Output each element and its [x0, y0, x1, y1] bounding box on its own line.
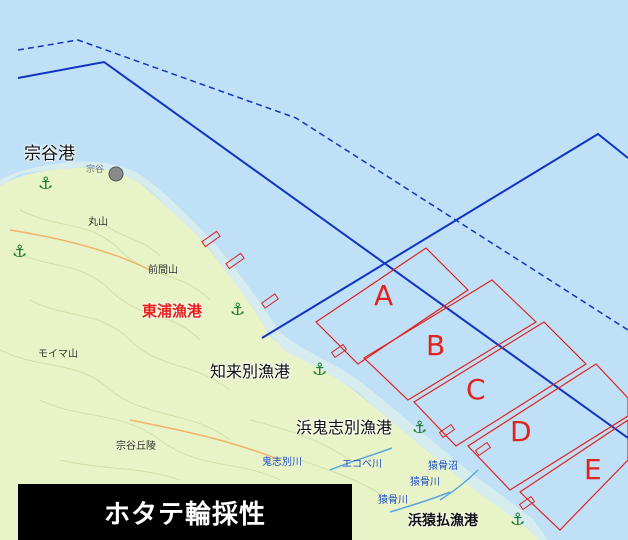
port-dot-icon[interactable] [108, 166, 124, 182]
coastal-markers [201, 230, 536, 511]
place-label-sarukotsu-river: 猿骨川 [378, 495, 408, 506]
terrain-contours [0, 209, 391, 501]
place-label-sarukotsu-river: 猿骨川 [410, 477, 440, 488]
land-area [0, 167, 540, 540]
anchor-icon[interactable]: ⚓ [412, 418, 428, 438]
place-label-maemayama: 前間山 [148, 265, 178, 276]
zone-outlines [315, 247, 628, 531]
anchor-icon[interactable]: ⚓ [510, 510, 526, 530]
port-label-higashiura[interactable]: 東浦漁港 [142, 302, 203, 320]
dashed-boundary-line [17, 39, 628, 331]
solid-boundary-line-east [261, 132, 628, 339]
zone-label-a[interactable]: A [374, 279, 394, 312]
anchor-icon[interactable]: ⚓ [38, 174, 54, 194]
place-label-moimayama: モイマ山 [38, 349, 78, 360]
zone-outline-a [315, 247, 469, 365]
port-label-hamaonishibetsu[interactable]: 浜鬼志別漁港 [296, 418, 393, 437]
zone-label-e[interactable]: E [584, 453, 602, 486]
roads [9, 229, 281, 461]
coastal-shoal [0, 161, 548, 540]
zone-outline-b [363, 279, 537, 401]
place-label-soya: 宗谷 [86, 165, 105, 175]
solid-boundary-line [17, 60, 628, 439]
caption-title: ホタテ輪採性 [103, 499, 266, 530]
place-label-maruyama: 丸山 [88, 217, 108, 228]
caption-box: ホタテ輪採性 [18, 484, 352, 540]
port-label-chiraibetsu[interactable]: 知来別漁港 [210, 362, 291, 381]
port-label-hamasarufutsu[interactable]: 浜猿払漁港 [408, 513, 478, 529]
place-label-ekobe-river: エコベ川 [342, 459, 382, 470]
place-label-sarufutsu-marsh: 猿骨沼 [428, 461, 458, 472]
place-label-soya-kyuryo: 宗谷丘陵 [116, 441, 156, 452]
zone-outline-c [413, 321, 587, 447]
port-label-soya[interactable]: 宗谷港 [24, 144, 75, 164]
rivers [329, 447, 479, 513]
anchor-icon[interactable]: ⚓ [312, 360, 328, 380]
zone-outline-e [519, 419, 628, 531]
zone-label-b[interactable]: B [426, 329, 446, 362]
anchor-icon[interactable]: ⚓ [12, 242, 28, 262]
place-label-onishibetsu-river: 鬼志別川 [262, 457, 302, 468]
anchor-icon[interactable]: ⚓ [230, 300, 246, 320]
zone-outline-d [467, 363, 628, 491]
zone-label-c[interactable]: C [466, 373, 486, 406]
zone-label-d[interactable]: D [510, 415, 532, 448]
